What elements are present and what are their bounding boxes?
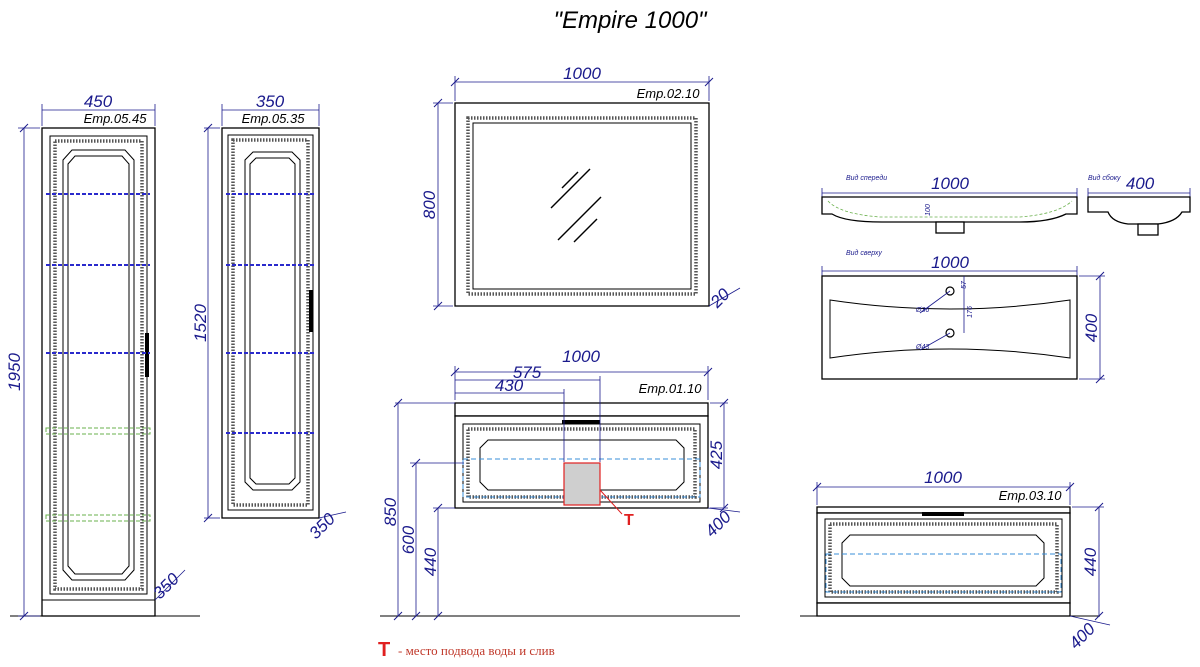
- basin-top-leader: [919, 290, 951, 314]
- vanity-plumbing-zone: [563, 462, 601, 506]
- wall-cabinet-body: [816, 512, 1071, 604]
- mirror-depth: 20: [706, 284, 734, 312]
- basin-front-view: Вид спереди 1000 100: [821, 174, 1078, 234]
- basin-front-inner-line: [827, 200, 1073, 218]
- vanity-depth: 400: [701, 507, 735, 541]
- vanity-tap-marker: T: [624, 512, 634, 529]
- basin-top-view: Вид сверху 1000 Ø36 Ø43 57 176 400: [821, 249, 1105, 384]
- basin-side-outline: [1087, 196, 1191, 225]
- wall-cabinet-handle: [922, 512, 964, 516]
- basin-top-tap-diameter: Ø36: [915, 307, 929, 314]
- tall-cabinet-handle: [145, 333, 149, 377]
- vanity: T 1000 575 430 Emp.01.10 425 400 850: [380, 347, 741, 621]
- vanity-handle: [562, 420, 600, 424]
- basin-front-drain: [935, 221, 965, 234]
- mirror-reflection-line: [573, 218, 598, 243]
- tall-cabinet-width: 450: [84, 92, 113, 111]
- legend: T - место подвода воды и слив: [378, 639, 555, 661]
- mirror-reflection-line: [561, 171, 579, 189]
- mirror-ornament: [466, 116, 698, 296]
- vanity-mid-height: 600: [399, 525, 418, 554]
- wall-cabinet-drawer-front: [824, 518, 1063, 598]
- mirror-height: 800: [420, 190, 439, 219]
- tall-cabinet: 450 Emp.05.45 1950 350: [5, 92, 200, 621]
- medium-cabinet-door-panel: [244, 151, 301, 491]
- medium-cabinet-body: [221, 127, 320, 519]
- legend-symbol: T: [378, 639, 390, 661]
- vanity-countertop: [454, 402, 709, 417]
- mirror-code: Emp.02.10: [637, 86, 701, 101]
- vanity-total-height: 850: [381, 497, 400, 526]
- basin-front-view-label: Вид спереди: [846, 174, 887, 182]
- medium-cabinet-code: Emp.05.35: [242, 111, 306, 126]
- vanity-width: 1000: [562, 347, 600, 366]
- basin-top-dim-176: 176: [967, 306, 974, 318]
- legend-text: - место подвода воды и слив: [398, 643, 555, 658]
- basin-front-width: 1000: [931, 174, 969, 193]
- medium-cabinet-handle: [309, 290, 313, 332]
- wall-cabinet-plinth: [816, 602, 1071, 617]
- wall-cabinet: 1000 Emp.03.10 440 400: [800, 468, 1111, 653]
- vanity-tap-leader: [599, 489, 623, 515]
- medium-cabinet-door-panel-inner: [249, 157, 296, 485]
- basin-side-view-label: Вид сбоку: [1088, 174, 1121, 182]
- basin-side-view: Вид сбоку 400: [1087, 174, 1191, 236]
- tall-cabinet-code: Emp.05.45: [84, 111, 148, 126]
- basin-top-depth: 400: [1082, 313, 1101, 342]
- tall-cabinet-height: 1950: [5, 353, 24, 391]
- wall-cabinet-drawer-panel: [841, 534, 1045, 587]
- vanity-offset-b: 430: [495, 376, 524, 395]
- medium-cabinet-door-ornament: [231, 138, 310, 507]
- medium-cabinet-width: 350: [256, 92, 285, 111]
- wall-cabinet-drawer-ornament: [828, 522, 1059, 594]
- basin-top-leader: [919, 332, 951, 351]
- mirror: 1000 Emp.02.10 800 20: [420, 64, 741, 312]
- basin-side-drain: [1137, 223, 1159, 236]
- basin-front-outline: [821, 196, 1078, 223]
- wall-cabinet-width: 1000: [924, 468, 962, 487]
- tall-cabinet-door-ornament: [53, 139, 144, 591]
- tall-cabinet-glass-shelf: [45, 514, 151, 522]
- basin-top-bowl: [829, 299, 1071, 359]
- tall-cabinet-glass-shelf: [45, 427, 151, 435]
- wall-cabinet-code: Emp.03.10: [999, 488, 1063, 503]
- vanity-floor-height: 440: [421, 547, 440, 576]
- vanity-code: Emp.01.10: [639, 381, 703, 396]
- vanity-drawer-height: 425: [707, 440, 726, 469]
- tall-cabinet-door-panel-inner: [67, 155, 130, 575]
- basin-top-view-label: Вид сверху: [846, 249, 882, 257]
- mirror-glass: [472, 122, 692, 290]
- mirror-width: 1000: [563, 64, 601, 83]
- drawing-title: "Empire 1000": [553, 7, 708, 34]
- mirror-frame: [454, 102, 710, 307]
- medium-cabinet-height: 1520: [191, 304, 210, 342]
- tall-cabinet-body: [41, 127, 156, 617]
- tall-cabinet-door-panel: [62, 149, 135, 581]
- vanity-offset-a: 575: [513, 363, 542, 382]
- mirror-reflection-line: [557, 196, 602, 241]
- basin-side-width: 400: [1126, 174, 1155, 193]
- wall-cabinet-height: 440: [1081, 547, 1100, 576]
- basin-top-width: 1000: [931, 253, 969, 272]
- basin-top-drain-diameter: Ø43: [915, 344, 929, 351]
- wall-cabinet-depth: 400: [1065, 619, 1099, 653]
- mirror-reflection-line: [550, 168, 591, 209]
- medium-cabinet: 350 Emp.05.35 1520 350: [191, 92, 347, 543]
- basin-front-inner-dim: 100: [925, 204, 932, 216]
- basin-top-dim-57: 57: [961, 280, 968, 289]
